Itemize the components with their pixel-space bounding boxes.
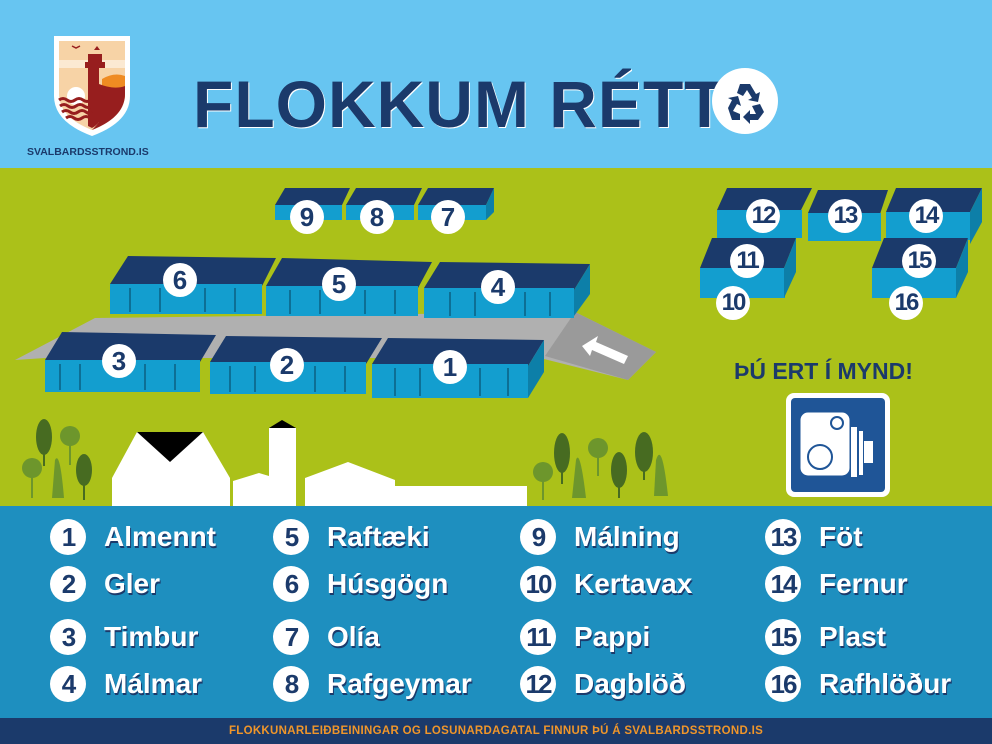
speed-camera-icon [786, 393, 890, 497]
legend-item: 4 Málmar [50, 666, 202, 702]
legend-number: 2 [50, 566, 86, 602]
container-badge-9: 9 [290, 200, 324, 234]
legend-number: 1 [50, 519, 86, 555]
footer-text: FLOKKUNARLEIÐBEININGAR OG LOSUNARDAGATAL… [228, 725, 764, 737]
footer: FLOKKUNARLEIÐBEININGAR OG LOSUNARDAGATAL… [0, 718, 992, 744]
container-badge-4: 4 [481, 270, 515, 304]
container-badge-5: 5 [322, 267, 356, 301]
legend-label: Raftæki [327, 521, 430, 552]
legend-item: 9 Málning [520, 519, 680, 555]
legend-number: 13 [765, 519, 801, 555]
legend-item: 13 Föt [765, 519, 863, 555]
legend-number: 11 [520, 619, 556, 655]
container-badge-1: 1 [433, 350, 467, 384]
legend-item: 6 Húsgögn [273, 566, 448, 602]
legend-number: 9 [520, 519, 556, 555]
legend-label: Rafhlöður [819, 668, 952, 699]
legend-number: 5 [273, 519, 309, 555]
legend-number: 15 [765, 619, 801, 655]
legend-number: 4 [50, 666, 86, 702]
container-badge-12: 12 [746, 199, 780, 233]
legend-label: Húsgögn [327, 568, 449, 599]
arrow-left-icon [582, 336, 628, 364]
legend-item: 11 Pappi [520, 619, 650, 655]
container-badge-2: 2 [270, 348, 304, 382]
legend-item: 2 Gler [50, 566, 160, 602]
legend-number: 8 [273, 666, 309, 702]
legend-label: Plast [819, 621, 886, 652]
legend-label: Málning [574, 521, 680, 552]
legend-number: 6 [273, 566, 309, 602]
legend-label: Olía [327, 621, 380, 652]
container-badge-10: 10 [716, 286, 750, 320]
legend-number: 10 [520, 566, 556, 602]
container-badge-6: 6 [163, 263, 197, 297]
legend-item: 16 Rafhlöður [765, 666, 951, 702]
container-badge-16: 16 [889, 286, 923, 320]
container-badge-8: 8 [360, 200, 394, 234]
container-badge-3: 3 [102, 344, 136, 378]
legend-item: 14 Fernur [765, 566, 908, 602]
recycle-icon [712, 68, 778, 134]
legend-label: Kertavax [574, 568, 693, 599]
municipal-crest-icon [54, 36, 130, 136]
container-badge-11: 11 [730, 244, 764, 278]
legend-panel [0, 506, 992, 718]
legend-item: 12 Dagblöð [520, 666, 686, 702]
header-banner [0, 0, 992, 168]
logo-site-text: SVALBARDSSTROND.IS [27, 146, 149, 158]
legend-number: 16 [765, 666, 801, 702]
legend-label: Gler [104, 568, 161, 599]
container-badge-7: 7 [431, 200, 465, 234]
buildings [112, 428, 527, 506]
legend-number: 3 [50, 619, 86, 655]
legend-label: Dagblöð [574, 668, 686, 699]
legend-item: 15 Plast [765, 619, 886, 655]
camera-notice: ÞÚ ERT Í MYND! [734, 358, 913, 384]
legend-item: 5 Raftæki [273, 519, 430, 555]
legend-label: Timbur [104, 621, 199, 652]
legend-item: 8 Rafgeymar [273, 666, 472, 702]
container-badge-14: 14 [909, 199, 943, 233]
legend-label: Fernur [819, 568, 908, 599]
legend-item: 1 Almennt [50, 519, 216, 555]
legend-item: 7 Olía [273, 619, 380, 655]
legend-item: 3 Timbur [50, 619, 198, 655]
legend-label: Málmar [104, 668, 203, 699]
legend-label: Pappi [574, 621, 651, 652]
container-badge-13: 13 [828, 199, 862, 233]
legend-label: Rafgeymar [327, 668, 472, 699]
page-title: FLOKKUM RÉTT [193, 67, 726, 141]
legend-label: Almennt [104, 521, 216, 552]
legend-label: Föt [819, 521, 863, 552]
legend-item: 10 Kertavax [520, 566, 692, 602]
legend-number: 12 [520, 666, 556, 702]
legend-number: 7 [273, 619, 309, 655]
legend-number: 14 [765, 566, 801, 602]
container-badge-15: 15 [902, 244, 936, 278]
